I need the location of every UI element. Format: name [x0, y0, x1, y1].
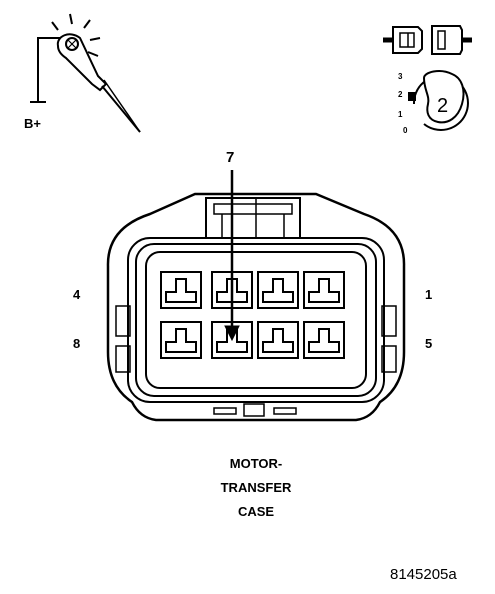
connector-name-line-2: TRANSFER: [220, 480, 292, 495]
ignition-key-position: 2: [437, 95, 449, 117]
connector-name-line-3: CASE: [237, 504, 275, 519]
pin-label-1: 1: [425, 287, 433, 302]
ignition-position-0: 0: [403, 126, 408, 135]
connector-disconnect-icon: [383, 25, 472, 55]
ignition-position-2: 2: [398, 90, 403, 99]
terminal-cavity-1: [303, 271, 345, 309]
ignition-key-icon: [408, 70, 469, 131]
figure-id: 8145205a: [390, 566, 457, 583]
terminal-cavities: [160, 271, 345, 359]
ignition-position-3: 3: [398, 72, 403, 81]
terminal-cavity-6: [257, 321, 299, 359]
pin-label-8: 8: [73, 336, 81, 351]
probe-cavity-number: 7: [226, 149, 235, 166]
connector-face: [106, 192, 406, 422]
terminal-cavity-2: [257, 271, 299, 309]
terminal-cavity-5: [303, 321, 345, 359]
test-light-icon: [30, 13, 141, 133]
pin-label-5: 5: [425, 336, 433, 351]
ignition-position-1: 1: [398, 110, 403, 119]
terminal-cavity-8: [160, 321, 202, 359]
terminal-cavity-4: [160, 271, 202, 309]
pin-label-4: 4: [73, 287, 81, 302]
connector-name-line-1: MOTOR-: [229, 456, 283, 471]
supply-label: B+: [24, 116, 41, 131]
probe-arrow: [224, 170, 240, 342]
